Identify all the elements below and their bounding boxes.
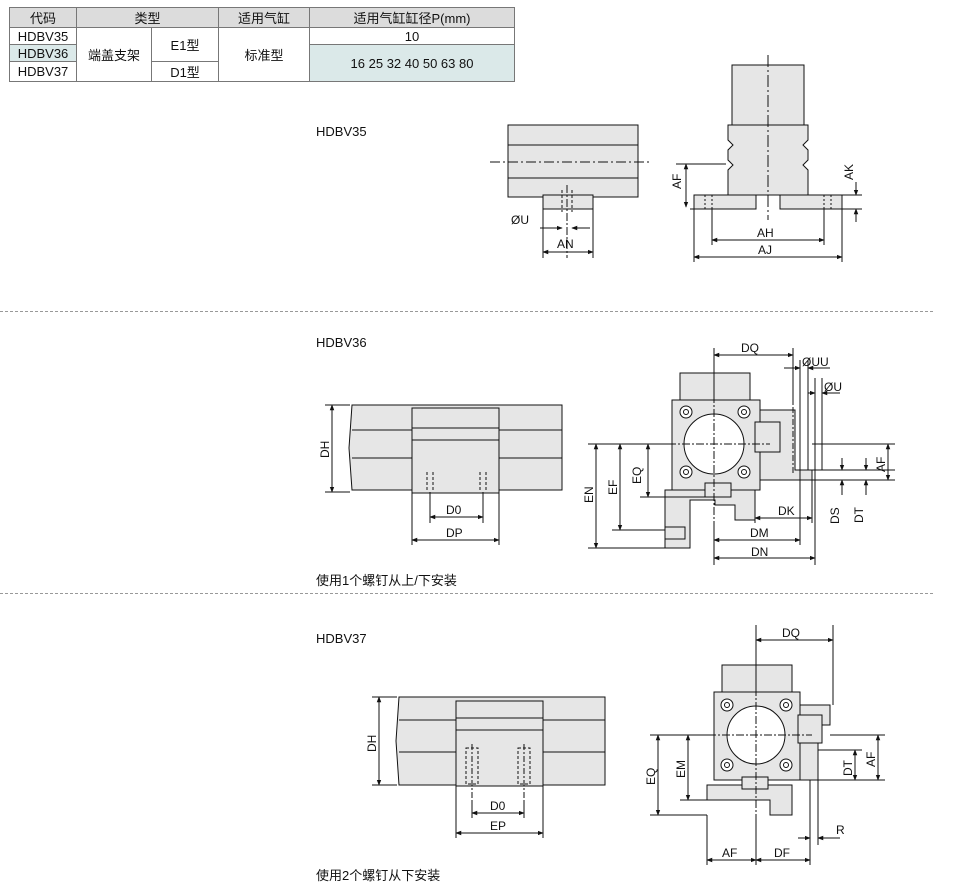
dim-label-dq: DQ <box>741 341 759 355</box>
dim-label-dt: DT <box>852 506 866 523</box>
header-cylinder: 适用气缸 <box>218 7 310 28</box>
dim-label-u: ØU <box>511 213 529 227</box>
dim-label-dn: DN <box>751 545 768 559</box>
dim-label-af-36: AF <box>874 457 888 472</box>
dim-label-ah: AH <box>757 226 774 240</box>
dim-label-dp: DP <box>446 526 463 540</box>
dim-label-aj: AJ <box>758 243 772 257</box>
code-cell: HDBV36 <box>9 44 77 62</box>
dim-label-ak: AK <box>842 164 856 180</box>
dim-label-dk: DK <box>778 504 795 518</box>
bore-list-cell: 16 25 32 40 50 63 80 <box>309 44 515 82</box>
section-title-hdbv35: HDBV35 <box>316 124 367 139</box>
section-note-hdbv36: 使用1个螺钉从上/下安装 <box>316 573 457 588</box>
dim-label-dh: DH <box>318 441 332 458</box>
hdbv37-front-view <box>650 625 885 865</box>
dim-label-dm: DM <box>750 526 769 540</box>
dim-label-df: DF <box>774 846 790 860</box>
section-title-hdbv36: HDBV36 <box>316 335 367 350</box>
header-code: 代码 <box>9 7 77 28</box>
d1-cell: D1型 <box>151 61 219 82</box>
dim-label-dt-37: DT <box>841 759 855 776</box>
dim-label-af-37-right: AF <box>864 752 878 767</box>
dim-label-dh-37: DH <box>365 735 379 752</box>
hdbv35-side-view <box>490 124 650 258</box>
header-type: 类型 <box>76 7 219 28</box>
dim-label-eq-37: EQ <box>644 768 658 785</box>
table-row: HDBV37 D1型 <box>9 61 515 82</box>
dim-label-af-37-bottom: AF <box>722 846 737 860</box>
table-header-row: 代码 类型 适用气缸 适用气缸缸径P(mm) <box>9 7 515 28</box>
dim-label-d0: D0 <box>446 503 462 517</box>
dim-label-em: EM <box>674 760 688 778</box>
section-divider <box>0 593 933 594</box>
dim-label-ep: EP <box>490 819 506 833</box>
dim-label-eq: EQ <box>630 467 644 484</box>
hdbv35-front-view <box>676 55 862 262</box>
dim-label-r: R <box>836 823 845 837</box>
dim-label-u-36: ØU <box>824 380 842 394</box>
code-cell: HDBV37 <box>9 61 77 82</box>
hdbv36-front-view <box>588 348 895 565</box>
section-divider <box>0 311 933 312</box>
section-note-hdbv37: 使用2个螺钉从下安装 <box>316 868 441 883</box>
dim-label-uu: ØUU <box>802 355 829 369</box>
section-title-hdbv37: HDBV37 <box>316 631 367 646</box>
dim-label-an: AN <box>557 237 574 251</box>
cylinder-cell: 标准型 <box>218 27 310 82</box>
dim-label-dq-37: DQ <box>782 626 800 640</box>
dim-label-ef: EF <box>606 480 620 495</box>
spec-table: 代码 类型 适用气缸 适用气缸缸径P(mm) HDBV35 端盖支架 E1型 标… <box>9 7 515 82</box>
table-row: HDBV35 端盖支架 E1型 标准型 10 <box>9 27 515 82</box>
dim-label-af: AF <box>670 174 684 189</box>
dim-label-ds: DS <box>828 507 842 524</box>
hdbv37-side-view <box>372 696 606 838</box>
dim-label-d0-37: D0 <box>490 799 506 813</box>
e1-cell: E1型 <box>151 27 219 62</box>
dim-label-en: EN <box>582 486 596 503</box>
hdbv36-side-view <box>325 404 563 545</box>
table-row: HDBV36 16 25 32 40 50 63 80 <box>9 44 515 82</box>
